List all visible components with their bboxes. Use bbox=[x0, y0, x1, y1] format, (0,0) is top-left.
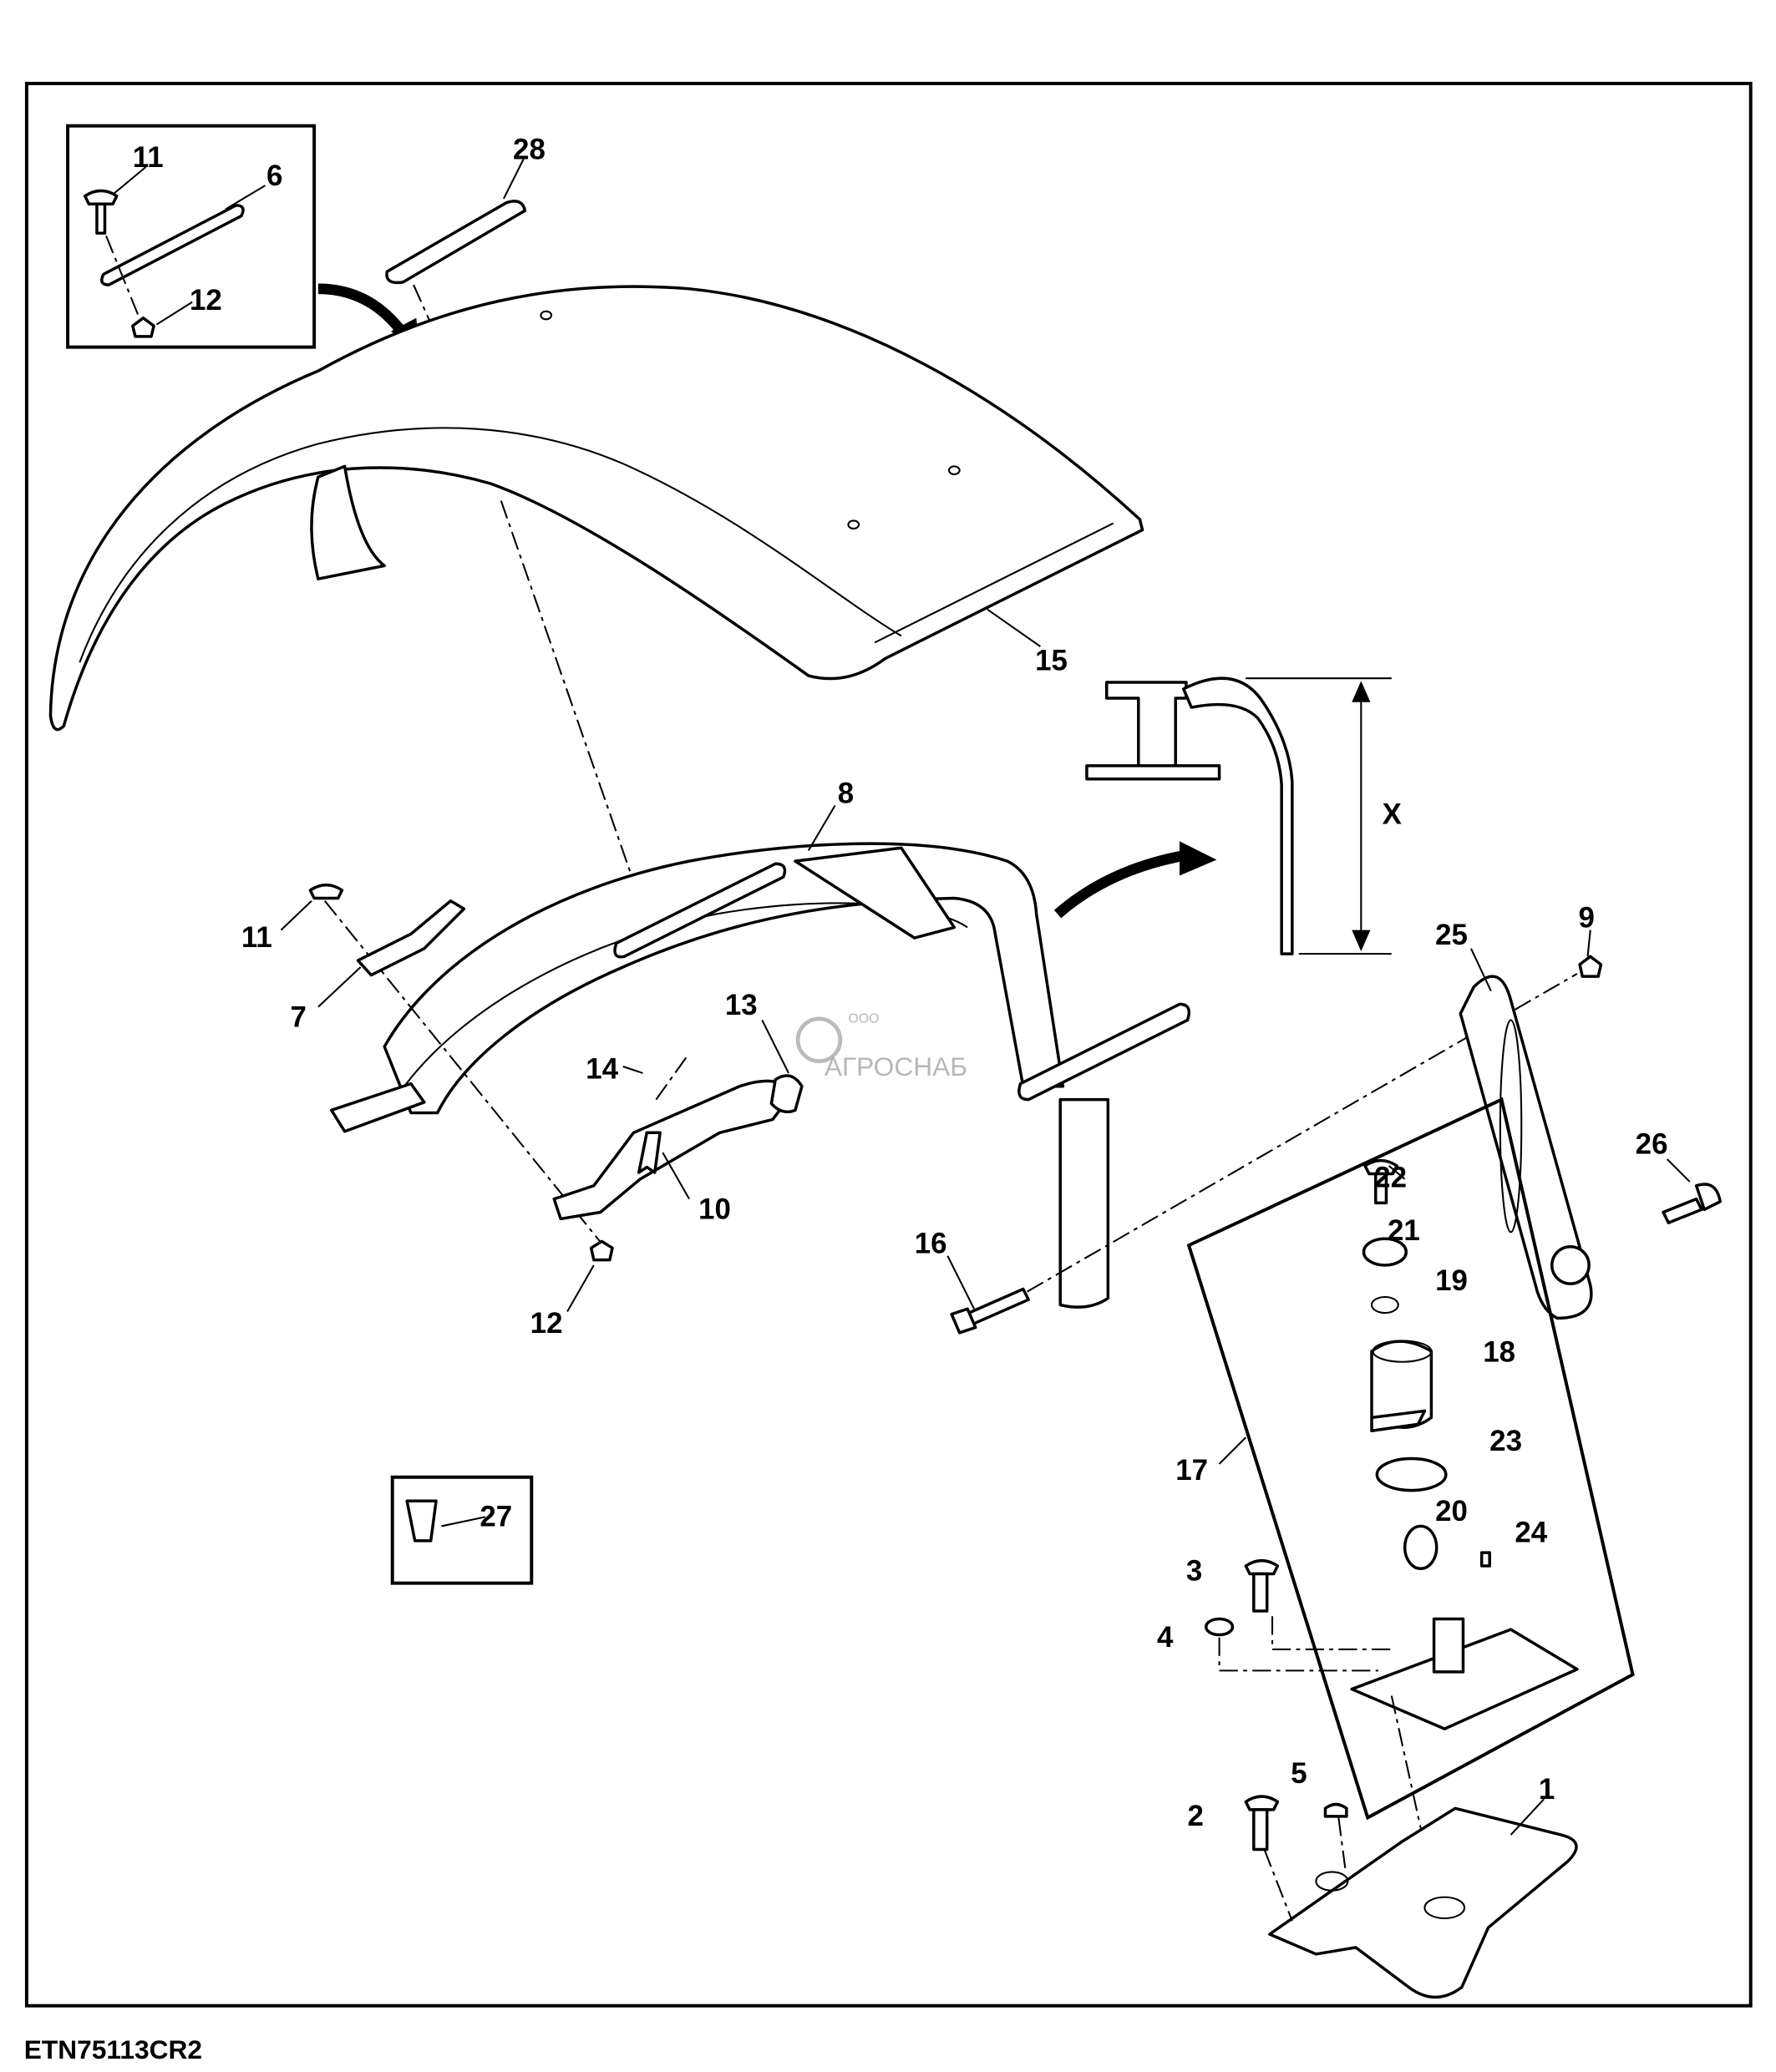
callout-6: 6 bbox=[266, 160, 282, 192]
arrow-to-fender bbox=[317, 283, 409, 339]
callout-22: 22 bbox=[1374, 1161, 1407, 1193]
callout-7: 7 bbox=[291, 1001, 307, 1033]
callout-14: 14 bbox=[586, 1052, 618, 1085]
callout-27: 27 bbox=[480, 1500, 512, 1532]
callout-12: 12 bbox=[530, 1307, 563, 1340]
callout-26: 26 bbox=[1636, 1128, 1668, 1161]
callout-2: 2 bbox=[1188, 1800, 1204, 1832]
callout-16: 16 bbox=[915, 1228, 947, 1260]
callout-23: 23 bbox=[1489, 1425, 1522, 1457]
centerline bbox=[500, 500, 651, 928]
callout-20: 20 bbox=[1435, 1495, 1468, 1527]
callout-21: 21 bbox=[1388, 1214, 1420, 1247]
part-15-fender bbox=[48, 285, 1144, 732]
callout-9: 9 bbox=[1578, 901, 1594, 934]
callout-28: 28 bbox=[513, 133, 545, 165]
callout-5: 5 bbox=[1291, 1757, 1307, 1790]
callout-labels: 11 6 12 28 15 8 X 11 7 13 14 10 12 16 9 … bbox=[133, 133, 1668, 1832]
inset-box-27 bbox=[390, 1475, 534, 1585]
inset-box-fastener-detail bbox=[66, 124, 317, 349]
callout-17: 17 bbox=[1175, 1454, 1208, 1487]
watermark-logo: ООО АГРОСНАБ bbox=[795, 1012, 967, 1082]
detail-dimension-x bbox=[1085, 676, 1392, 955]
figure-id: ETN75113CR2 bbox=[24, 2034, 202, 2064]
part-17-kit bbox=[1186, 1097, 1635, 1829]
callout-19: 19 bbox=[1435, 1264, 1468, 1297]
svg-text:АГРОСНАБ: АГРОСНАБ bbox=[825, 1051, 967, 1082]
part-8-frame bbox=[330, 804, 1191, 1309]
callout-11: 11 bbox=[133, 141, 164, 174]
frame-fasteners bbox=[280, 883, 804, 1312]
callout-15: 15 bbox=[1035, 645, 1068, 677]
callout-1: 1 bbox=[1539, 1773, 1555, 1806]
callout-25: 25 bbox=[1435, 919, 1468, 951]
callout-4: 4 bbox=[1157, 1621, 1174, 1654]
svg-text:ООО: ООО bbox=[848, 1012, 879, 1026]
callout-18: 18 bbox=[1483, 1336, 1515, 1369]
callout-3: 3 bbox=[1186, 1554, 1202, 1587]
callout-13: 13 bbox=[725, 989, 758, 1021]
arrow-to-detail bbox=[1053, 849, 1191, 919]
callout-8: 8 bbox=[838, 777, 854, 809]
part-25-arm bbox=[1459, 930, 1722, 1320]
diagram-border bbox=[24, 81, 1753, 2008]
callout-10: 10 bbox=[698, 1193, 731, 1225]
callout-24: 24 bbox=[1515, 1516, 1547, 1548]
callout-11: 11 bbox=[241, 921, 272, 954]
part-1-base bbox=[1244, 1795, 1578, 1999]
dimension-x-label: X bbox=[1383, 798, 1402, 831]
part-16-bolt bbox=[946, 973, 1578, 1335]
callout-12: 12 bbox=[190, 284, 222, 317]
